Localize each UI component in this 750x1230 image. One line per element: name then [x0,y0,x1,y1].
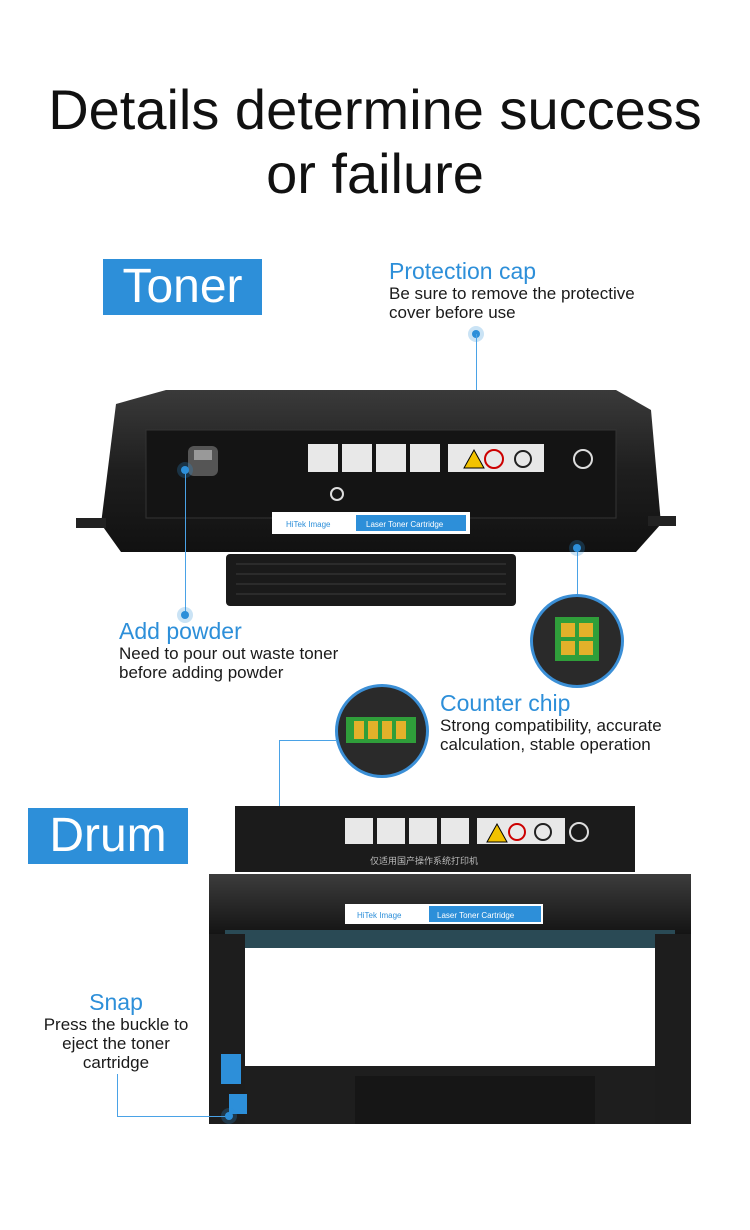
protection-cap-leader [476,334,477,412]
toner-tag: Toner [103,259,262,315]
headline-line-1: Details determine success [48,78,702,141]
counter-chip-closeup [335,684,429,778]
toner-cartridge-label: Laser Toner Cartridge [366,520,444,529]
callout-add-powder-desc-1: Need to pour out waste toner [119,644,339,663]
snap-dot [225,1112,233,1120]
add-powder-leader [185,470,186,615]
headline-line-2: or failure [266,142,484,205]
callout-counter-chip: Counter chip Strong compatibility, accur… [440,690,662,754]
callout-snap-title: Snap [89,989,143,1015]
drum-brand-label: HiTek Image [357,911,402,920]
callout-snap-desc-2: eject the toner [62,1034,170,1053]
drum-tag: Drum [28,808,188,864]
snap-leader-h [117,1116,229,1117]
toner-brand-label: HiTek Image [286,520,331,529]
add-powder-dot [181,611,189,619]
callout-counter-chip-desc-2: calculation, stable operation [440,735,651,754]
counter-chip-leader-h [279,740,337,741]
callout-add-powder-title: Add powder [119,618,242,644]
callout-snap-desc-1: Press the buckle to [43,1015,189,1034]
toner-chip-leader [577,548,578,596]
toner-chip-dot [573,544,581,552]
callout-protection-cap-desc-1: Be sure to remove the protective [389,284,635,303]
headline: Details determine success or failure [0,78,750,206]
callout-counter-chip-title: Counter chip [440,690,571,716]
counter-chip-leader-v [279,740,280,824]
callout-protection-cap-title: Protection cap [389,258,537,284]
toner-chip-closeup [530,594,624,688]
toner-cartridge-image: HiTek Image Laser Toner Cartridge [76,390,676,606]
callout-add-powder: Add powder Need to pour out waste toner … [119,618,338,682]
drum-cartridge-label: Laser Toner Cartridge [437,911,515,920]
add-powder-target-dot [181,466,189,474]
drum-chinese-label: 仅适用国产操作系统打印机 [370,855,478,867]
drum-unit-image: 仅适用国产操作系统打印机 HiTek Image Laser Toner Car… [209,806,691,1124]
callout-protection-cap-desc-2: cover before use [389,303,516,322]
callout-protection-cap: Protection cap Be sure to remove the pro… [389,258,635,322]
callout-counter-chip-desc-1: Strong compatibility, accurate [440,716,662,735]
callout-add-powder-desc-2: before adding powder [119,663,284,682]
snap-leader-v [117,1074,118,1116]
callout-snap: Snap Press the buckle to eject the toner… [28,989,204,1072]
callout-snap-desc-3: cartridge [82,1053,150,1072]
